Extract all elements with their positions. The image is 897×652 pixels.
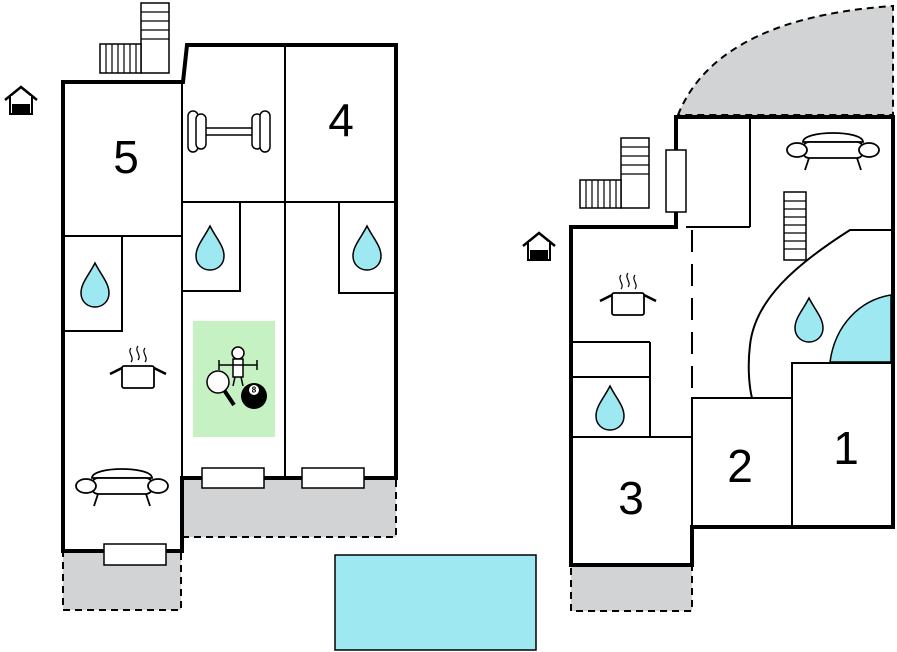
window [665,149,687,213]
table-tennis-icon [206,370,236,407]
bathroom-right [338,201,397,294]
cooking-pot-icon [598,271,658,317]
billiard-ball-number: 8 [252,386,257,395]
room-number-1: 1 [833,422,859,474]
room-number-3: 3 [618,472,644,524]
room-number-4: 4 [328,94,354,146]
ladder-icon [783,191,807,261]
window [301,467,365,489]
water-drop-icon [80,262,110,308]
room-3 [570,436,693,566]
sofa-icon [786,132,880,171]
cooking-pot-icon [108,344,168,390]
sofa-icon [75,468,169,507]
window [103,543,167,566]
bathroom-room-3 [570,376,651,438]
window [201,467,265,489]
water-drop-icon [595,385,625,431]
terrace-top-right [676,4,894,116]
dumbbell-icon [187,110,271,153]
water-drop-icon [352,225,382,271]
terrace-right [570,564,693,612]
water-drop-icon [195,225,225,271]
whirlpool [829,294,892,363]
room-number-2: 2 [727,440,753,492]
spa-wall [747,229,893,399]
room-number-5: 5 [113,131,139,183]
stairs-icon [579,137,650,209]
entrance-icon [521,231,557,262]
table-football-icon [218,346,258,387]
stairs-icon [99,2,170,74]
bathroom-middle [181,201,241,292]
billiard-ball-icon: 8 [241,383,267,409]
entrance-icon [3,85,39,116]
outdoor-pool [334,554,537,651]
left-building-outline [61,43,398,553]
water-drop-icon [794,297,824,343]
bathroom-left [62,235,123,332]
